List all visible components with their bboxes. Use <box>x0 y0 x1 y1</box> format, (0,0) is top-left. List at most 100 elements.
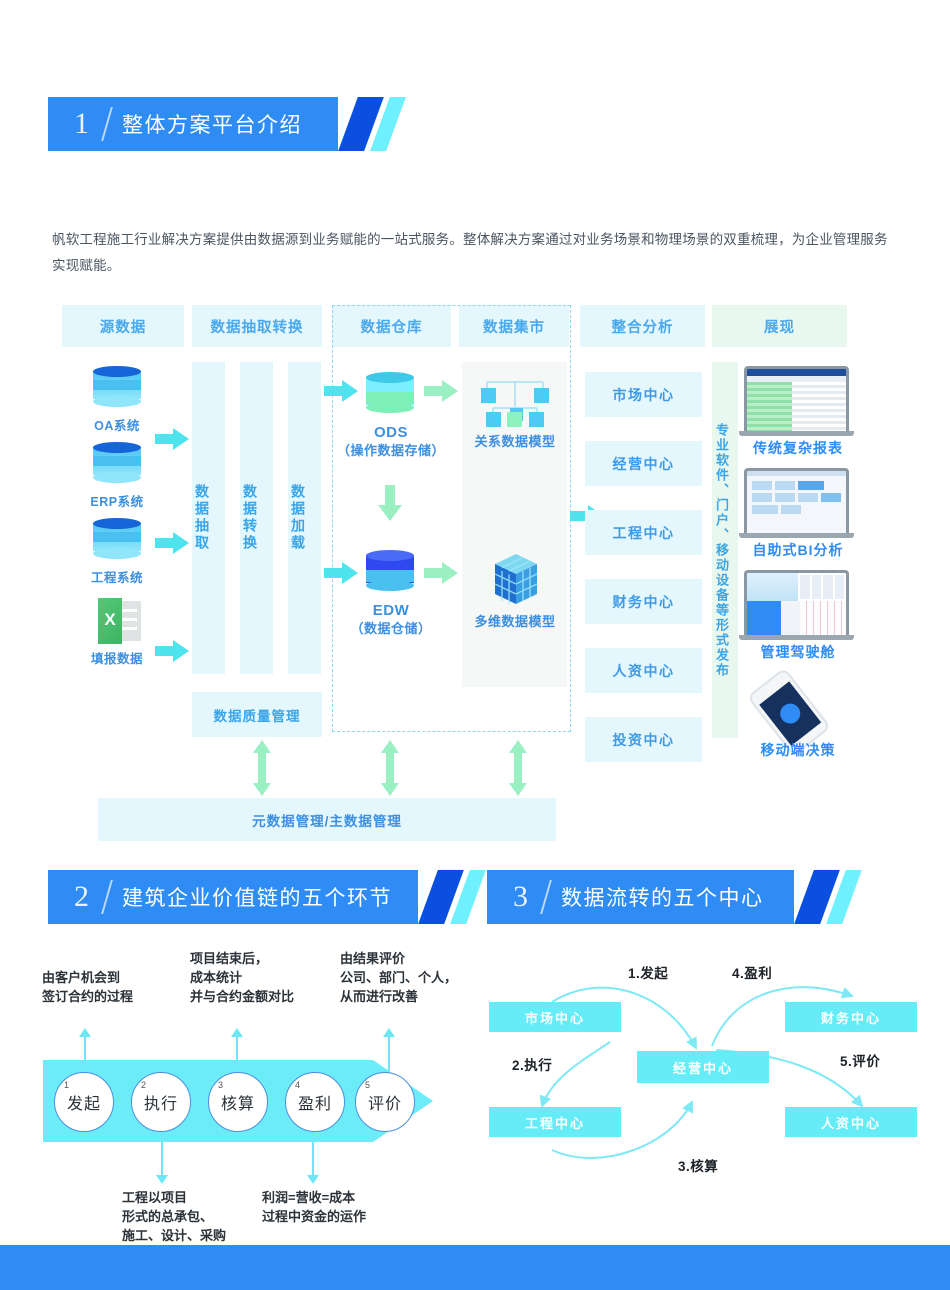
edw-cylinder-icon <box>366 550 414 592</box>
section-title: 建筑企业价值链的五个环节 <box>122 887 392 910</box>
step-label: 执行 <box>143 1096 178 1113</box>
etl-panel-2: 数据转换 <box>240 362 273 674</box>
flow-label-1: 1.发起 <box>628 966 669 981</box>
banner-slash-divider <box>101 107 113 141</box>
flow-arrow-icon <box>324 562 358 584</box>
mart-label-relational: 关系数据模型 <box>474 434 556 449</box>
step-number: 3 <box>218 1080 224 1090</box>
section-banner-3: 3 数据流转的五个中心 <box>487 870 862 924</box>
laptop-bi-icon <box>739 468 854 538</box>
flow-box-engineering: 工程中心 <box>489 1107 621 1137</box>
step-number: 4 <box>295 1080 301 1090</box>
footer-bar <box>0 1245 950 1290</box>
connector-arrow-up-icon <box>78 1028 92 1073</box>
section-title: 整体方案平台介绍 <box>122 114 302 137</box>
flow-arrow-icon <box>155 640 189 662</box>
banner-slash-divider <box>540 880 552 914</box>
display-label-report: 传统复杂报表 <box>753 440 843 456</box>
flow-label-5: 5.评价 <box>840 1054 881 1069</box>
center-box-engineering: 工程中心 <box>585 510 702 555</box>
database-cylinder-icon <box>93 366 141 408</box>
flow-label-2: 2.执行 <box>512 1058 553 1073</box>
step-label: 评价 <box>367 1096 402 1113</box>
etl-step-label: 数据转换 <box>242 484 258 552</box>
step-label: 核算 <box>220 1096 255 1113</box>
etl-panel-1: 数据抽取 <box>192 362 225 674</box>
double-arrow-icon <box>379 740 401 796</box>
center-box-market: 市场中心 <box>585 372 702 417</box>
section-number: 3 <box>513 880 529 913</box>
flow-box-hr: 人资中心 <box>785 1107 917 1137</box>
warehouse-node-edw: EDW （数据仓储） <box>330 602 452 638</box>
value-chain-step: 5 评价 <box>355 1072 415 1132</box>
section-title: 数据流转的五个中心 <box>561 887 764 910</box>
value-chain-diagram: 由客户机会到 签订合约的过程 项目结束后， 成本统计 并与合约金额对比 由结果评… <box>0 950 470 1243</box>
value-chain-note-top-1: 由客户机会到 签订合约的过程 <box>42 970 134 1004</box>
banner-body: 3 数据流转的五个中心 <box>487 870 794 924</box>
section-number: 2 <box>74 880 90 913</box>
database-cylinder-icon <box>93 518 141 560</box>
flow-arrow-down-icon <box>378 485 402 521</box>
source-label-erp: ERP系统 <box>90 495 144 509</box>
connector-arrow-up-icon <box>382 1028 396 1073</box>
etl-panel-3: 数据加载 <box>288 362 321 674</box>
flow-label-4: 4.盈利 <box>732 966 773 981</box>
value-chain-step: 4 盈利 <box>285 1072 345 1132</box>
flow-box-operation: 经营中心 <box>637 1051 769 1083</box>
value-chain-note-bottom-2: 利润=营收=成本 过程中资金的运作 <box>262 1190 367 1224</box>
value-chain-step: 2 执行 <box>131 1072 191 1132</box>
value-chain-note-top-3: 由结果评价 公司、部门、个人， 从而进行改善 <box>340 951 458 1004</box>
step-label: 发起 <box>66 1096 101 1113</box>
step-number: 2 <box>141 1080 147 1090</box>
source-label-oa: OA系统 <box>94 419 140 433</box>
column-header-analysis: 整合分析 <box>580 305 705 347</box>
step-number: 1 <box>64 1080 70 1090</box>
source-label-engineering: 工程系统 <box>90 571 143 585</box>
connector-arrow-down-icon <box>306 1142 320 1184</box>
ods-cylinder-icon <box>366 372 414 414</box>
mart-label-multidim: 多维数据模型 <box>474 614 556 629</box>
ods-sub: （操作数据存储） <box>336 443 445 458</box>
connector-arrow-down-icon <box>155 1142 169 1184</box>
publish-strip: 专业软件、门户、移动设备等形式发布 <box>712 362 738 738</box>
laptop-report-icon <box>739 366 854 436</box>
double-arrow-icon <box>507 740 529 796</box>
center-box-investment: 投资中心 <box>585 717 702 762</box>
flow-arrow-icon <box>424 380 458 402</box>
value-chain-note-top-2: 项目结束后， 成本统计 并与合约金额对比 <box>190 951 295 1004</box>
flow-arrow-icon <box>155 532 189 554</box>
connector-arrow-up-icon <box>230 1028 244 1073</box>
ods-name: ODS <box>373 424 408 441</box>
olap-cube-icon <box>487 550 545 608</box>
value-chain-step: 3 核算 <box>208 1072 268 1132</box>
center-box-hr: 人资中心 <box>585 648 702 693</box>
section-number: 1 <box>74 107 90 140</box>
hierarchy-tree-icon <box>478 370 552 428</box>
column-header-display: 展现 <box>712 305 847 347</box>
metadata-management-bar: 元数据管理/主数据管理 <box>98 798 556 841</box>
edw-sub: （数据仓储） <box>350 621 432 636</box>
display-label-dashboard: 管理驾驶舱 <box>760 644 836 660</box>
flow-box-finance: 财务中心 <box>785 1002 917 1032</box>
etl-step-label: 数据抽取 <box>194 484 210 552</box>
section-banner-2: 2 建筑企业价值链的五个环节 <box>48 870 486 924</box>
double-arrow-icon <box>251 740 273 796</box>
center-box-finance: 财务中心 <box>585 579 702 624</box>
source-label-report: 填报数据 <box>90 652 143 666</box>
value-chain-note-bottom-1: 工程以项目 形式的总承包、 施工、设计、采购 <box>122 1190 227 1243</box>
flow-arrow-icon <box>324 380 358 402</box>
banner-body: 2 建筑企业价值链的五个环节 <box>48 870 418 924</box>
display-label-bi: 自助式BI分析 <box>752 542 844 558</box>
architecture-diagram: 源数据 数据抽取转换 数据仓库 数据集市 整合分析 展现 数据抽取 数据转换 数… <box>0 300 950 860</box>
center-box-operation: 经营中心 <box>585 441 702 486</box>
step-number: 5 <box>365 1080 371 1090</box>
excel-file-icon: X <box>95 598 143 644</box>
laptop-dashboard-icon <box>739 570 854 640</box>
edw-name: EDW <box>372 602 410 619</box>
flow-box-market: 市场中心 <box>489 1002 621 1032</box>
intro-paragraph: 帆软工程施工行业解决方案提供由数据源到业务赋能的一站式服务。整体解决方案通过对业… <box>52 231 888 273</box>
banner-slash-divider <box>101 880 113 914</box>
flow-label-3: 3.核算 <box>678 1159 719 1174</box>
publish-label: 专业软件、门户、移动设备等形式发布 <box>714 422 729 678</box>
